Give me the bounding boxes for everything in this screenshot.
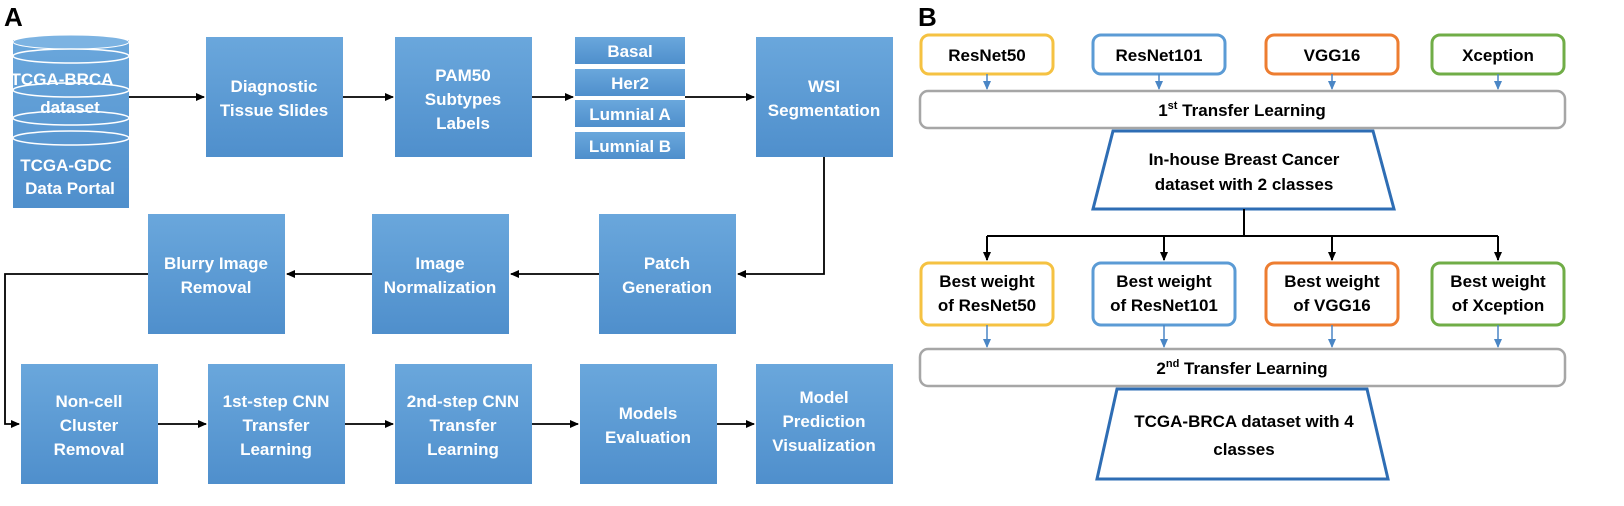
cnn1-line-1: 1st-step CNN [223,392,330,411]
branch-connector [983,209,1502,261]
cnn1-line-3: Learning [240,440,312,459]
cnn1-line-2: Transfer [242,416,309,435]
noncell-line-1: Non-cell [55,392,122,411]
model-xception-box: Xception [1430,33,1566,76]
pam50-line-1: PAM50 [435,66,490,85]
cnn2-line-1: 2nd-step CNN [407,392,519,411]
database-label-2: dataset [40,98,100,117]
visualization-line-3: Visualization [772,436,876,455]
panel-b-label: B [918,2,937,32]
first-transfer-learning-label: 1st Transfer Learning [1158,100,1326,120]
pam50-labels-box: PAM50 Subtypes Labels [395,37,532,157]
noncell-line-3: Removal [54,440,125,459]
cnn2-line-2: Transfer [429,416,496,435]
image-normalization-box: Image Normalization [372,214,509,334]
best-xception-line-2: of Xception [1452,296,1545,315]
best-resnet101-line-2: of ResNet101 [1110,296,1218,315]
best-weight-vgg16-box: Best weight of VGG16 [1264,261,1400,327]
visualization-line-2: Prediction [782,412,865,431]
best-to-transfer2-arrows [983,325,1502,348]
blurry-line-2: Removal [181,278,252,297]
model-resnet101-box: ResNet101 [1091,33,1227,76]
tcga-dataset-trapezoid: TCGA-BRCA dataset with 4 classes [1095,387,1390,481]
first-transfer-learning-bar: 1st Transfer Learning [918,89,1567,130]
best-weight-resnet50-box: Best weight of ResNet50 [919,261,1055,327]
model-vgg16-box: VGG16 [1264,33,1400,76]
best-resnet101-line-1: Best weight [1116,272,1212,291]
evaluation-line-1: Models [619,404,678,423]
inhouse-line-1: In-house Breast Cancer [1149,150,1340,169]
subtype-luminal-a: Lumnial A [589,105,671,124]
evaluation-line-2: Evaluation [605,428,691,447]
model-prediction-visualization-box: Model Prediction Visualization [756,364,893,484]
subtype-luminal-b: Lumnial B [589,137,671,156]
diagnostic-tissue-slides-box: Diagnostic Tissue Slides [206,37,343,157]
pam50-line-3: Labels [436,114,490,133]
portal-label-1: TCGA-GDC [20,156,112,175]
database-label-1: TCGA-BRCA [11,70,114,89]
model-vgg16-label: VGG16 [1304,46,1361,65]
portal-label-2: Data Portal [25,179,115,198]
inhouse-dataset-trapezoid: In-house Breast Cancer dataset with 2 cl… [1091,129,1396,211]
tcga-line-1: TCGA-BRCA dataset with 4 [1134,412,1354,431]
best-vgg16-line-1: Best weight [1284,272,1380,291]
model-to-transfer1-arrows [983,74,1502,90]
models-evaluation-box: Models Evaluation [580,364,717,484]
visualization-line-1: Model [799,388,848,407]
diagnostic-line-2: Tissue Slides [220,101,328,120]
normalization-line-2: Normalization [384,278,496,297]
best-weight-xception-box: Best weight of Xception [1430,261,1566,327]
subtype-basal: Basal [607,42,652,61]
wsi-segmentation-box: WSI Segmentation [756,37,893,157]
arrow-wsi-to-patch [737,157,825,278]
noncell-line-2: Cluster [60,416,119,435]
best-weight-resnet101-box: Best weight of ResNet101 [1091,261,1237,327]
subtype-list: Basal Her2 Lumnial A Lumnial B [575,37,685,159]
best-resnet50-line-2: of ResNet50 [938,296,1036,315]
diagnostic-line-1: Diagnostic [231,77,318,96]
blurry-image-removal-box: Blurry Image Removal [148,214,285,334]
normalization-line-1: Image [415,254,464,273]
tcga-brca-database: TCGA-BRCA dataset TCGA-GDC Data Portal [11,34,130,208]
inhouse-line-2: dataset with 2 classes [1155,175,1334,194]
panel-a-connectors [4,93,825,428]
tcga-line-2: classes [1213,440,1274,459]
pam50-line-2: Subtypes [425,90,502,109]
patch-generation-box: Patch Generation [599,214,736,334]
subtype-her2: Her2 [611,74,649,93]
model-resnet101-label: ResNet101 [1116,46,1203,65]
best-xception-line-1: Best weight [1450,272,1546,291]
first-step-cnn-box: 1st-step CNN Transfer Learning [208,364,345,484]
blurry-line-1: Blurry Image [164,254,268,273]
second-transfer-learning-bar: 2nd Transfer Learning [918,347,1567,388]
model-resnet50-label: ResNet50 [948,46,1026,65]
panel-a-label: A [4,2,23,32]
wsi-line-2: Segmentation [768,101,880,120]
best-vgg16-line-2: of VGG16 [1293,296,1370,315]
patch-line-2: Generation [622,278,712,297]
cnn2-line-3: Learning [427,440,499,459]
patch-line-1: Patch [644,254,690,273]
second-step-cnn-box: 2nd-step CNN Transfer Learning [395,364,532,484]
non-cell-cluster-removal-box: Non-cell Cluster Removal [21,364,158,484]
arrow-blurry-to-noncell [4,273,148,428]
model-resnet50-box: ResNet50 [919,33,1055,76]
model-xception-label: Xception [1462,46,1534,65]
second-transfer-learning-label: 2nd Transfer Learning [1156,358,1327,378]
best-resnet50-line-1: Best weight [939,272,1035,291]
wsi-line-1: WSI [808,77,840,96]
